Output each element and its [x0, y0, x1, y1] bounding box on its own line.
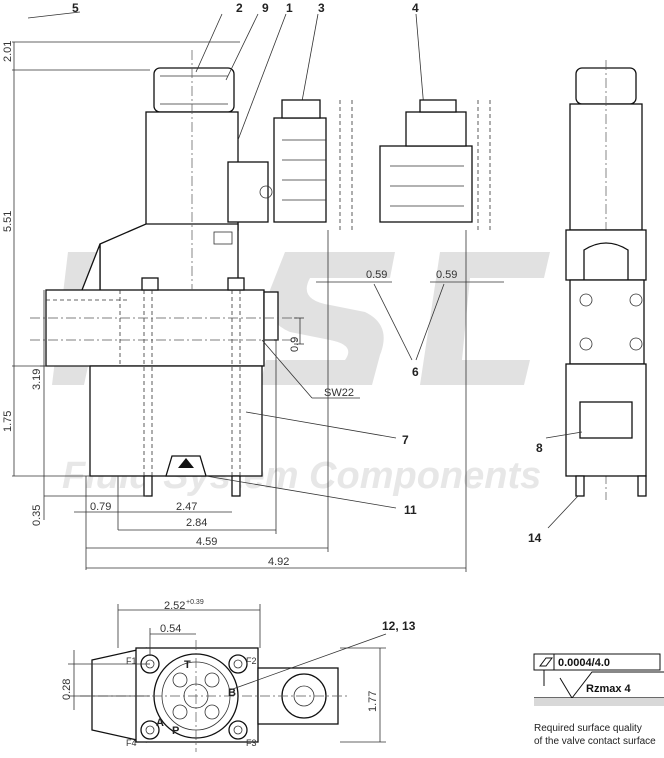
dim-1-77: 1.77	[367, 691, 379, 712]
port-f1: F1	[126, 656, 137, 666]
callout-labels: 5 2 9 1 3 4 6 7 11 8 14 12, 13	[72, 1, 543, 633]
dim-0-59-b: 0.59	[436, 269, 457, 281]
dim-0-9: 0.9	[289, 337, 301, 352]
connector-views	[273, 99, 504, 283]
dim-2-52-tolerance: +0.39	[186, 599, 204, 606]
port-f2: F2	[246, 656, 257, 666]
callout-11: 11	[404, 503, 417, 517]
port-a: A	[156, 717, 164, 729]
dim-2-52: 2.52	[164, 600, 185, 612]
dim-0-35: 0.35	[31, 505, 43, 526]
port-f3: F3	[246, 738, 257, 748]
bottom-view	[68, 604, 387, 752]
callout-3: 3	[318, 1, 325, 15]
dim-5-51: 5.51	[2, 211, 14, 232]
surface-note-line-2: of the valve contact surface	[534, 736, 656, 747]
dim-4-92: 4.92	[268, 556, 289, 568]
dim-3-19: 3.19	[31, 369, 43, 390]
dim-0-79: 0.79	[90, 501, 111, 513]
dim-2-01: 2.01	[2, 41, 14, 62]
front-dimension-lines	[12, 11, 467, 572]
surface-quality-symbol	[533, 653, 664, 706]
dim-sw22: SW22	[324, 387, 354, 399]
dim-2-84: 2.84	[186, 517, 207, 529]
callout-2: 2	[236, 1, 243, 15]
dim-0-28: 0.28	[61, 679, 73, 700]
side-view	[545, 60, 647, 529]
callout-6: 6	[412, 365, 419, 379]
dim-1-75: 1.75	[2, 411, 14, 432]
dim-0-54: 0.54	[160, 623, 181, 635]
dim-4-59: 4.59	[196, 536, 217, 548]
callout-1: 1	[286, 1, 293, 15]
front-view	[30, 50, 300, 497]
surface-quality-note: Required surface quality of the valve co…	[534, 722, 664, 748]
surface-note-line-1: Required surface quality	[534, 723, 642, 734]
port-labels: T A P B F1 F2 F3 F4	[126, 656, 257, 748]
callout-7: 7	[402, 433, 409, 447]
callout-9: 9	[262, 1, 269, 15]
port-b: B	[228, 687, 236, 699]
port-f4: F4	[126, 738, 137, 748]
callout-8: 8	[536, 441, 543, 455]
roughness-value: Rzmax 4	[586, 683, 632, 695]
callout-14: 14	[528, 531, 542, 545]
dim-0-59-a: 0.59	[366, 269, 387, 281]
port-p: P	[172, 725, 179, 737]
dim-2-47: 2.47	[176, 501, 197, 513]
callout-12-13: 12, 13	[382, 619, 416, 633]
flatness-value: 0.0004/4.0	[558, 657, 610, 669]
callout-5: 5	[72, 1, 79, 15]
dimension-labels: 2.01 5.51 3.19 1.75 0.35 0.79 2.47 2.84 …	[2, 41, 457, 712]
port-t: T	[184, 659, 191, 671]
callout-4: 4	[412, 1, 419, 15]
